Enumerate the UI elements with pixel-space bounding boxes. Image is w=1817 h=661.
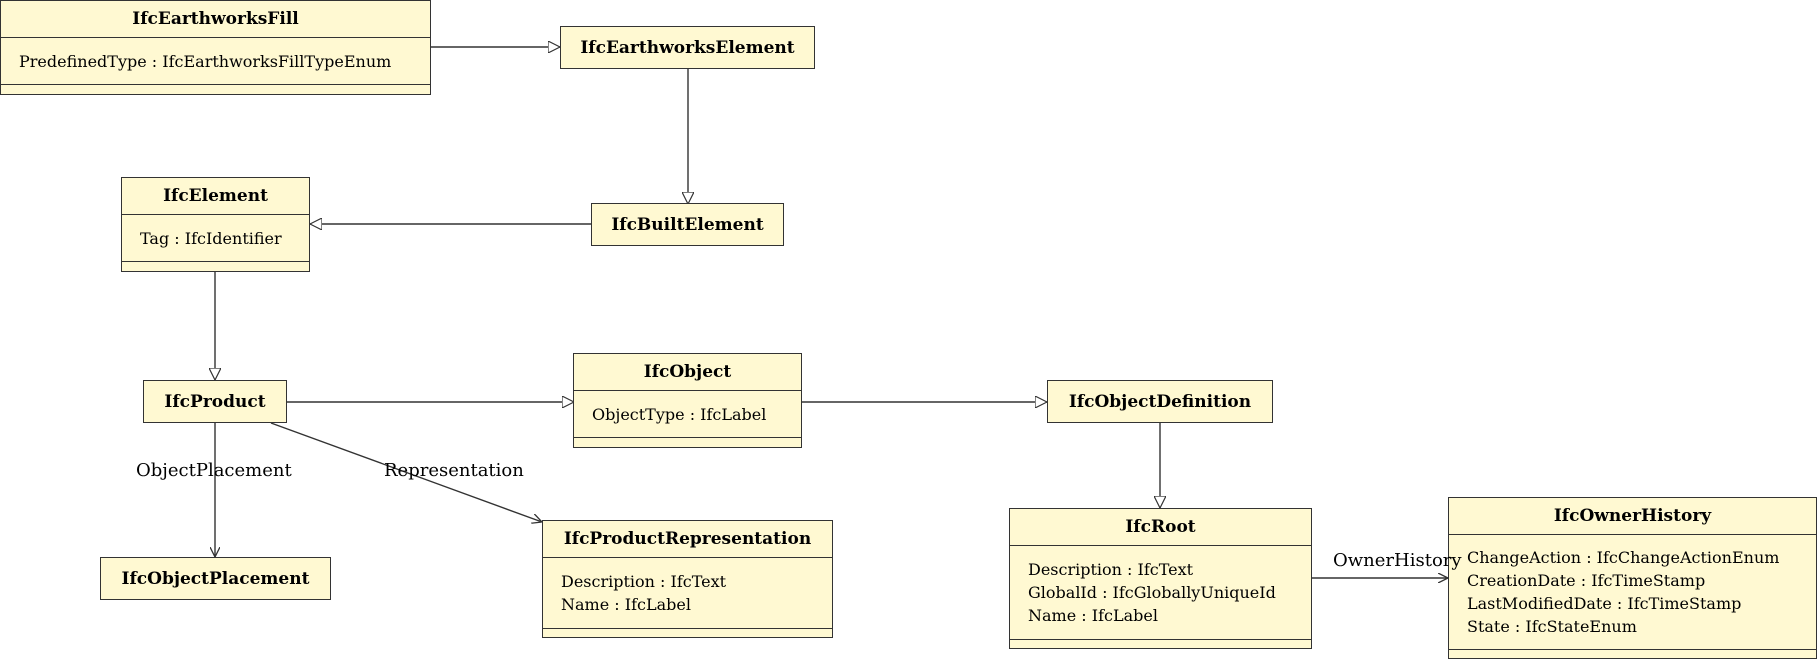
class-name: IfcObject <box>643 362 732 382</box>
class-ifc-object-placement: IfcObjectPlacement <box>100 557 331 600</box>
class-operations <box>543 628 832 637</box>
class-ifc-root: IfcRoot Description : IfcText GlobalId :… <box>1009 508 1312 649</box>
class-name: IfcProductRepresentation <box>563 529 812 549</box>
class-operations <box>574 437 801 447</box>
class-attributes: ChangeAction : IfcChangeActionEnum Creat… <box>1449 534 1816 649</box>
class-ifc-earthworks-fill: IfcEarthworksFill PredefinedType : IfcEa… <box>0 0 431 95</box>
class-ifc-product-representation: IfcProductRepresentation Description : I… <box>542 520 833 638</box>
class-name: IfcRoot <box>1125 517 1196 537</box>
association-label-representation: Representation <box>384 460 524 481</box>
class-operations <box>122 261 309 271</box>
attribute: Name : IfcLabel <box>561 595 691 614</box>
attribute: LastModifiedDate : IfcTimeStamp <box>1467 594 1742 613</box>
class-operations <box>1449 649 1816 658</box>
class-operations <box>1010 639 1311 648</box>
class-ifc-element: IfcElement Tag : IfcIdentifier <box>121 177 310 272</box>
class-ifc-earthworks-element: IfcEarthworksElement <box>560 26 815 69</box>
class-name: IfcObjectPlacement <box>121 568 310 589</box>
class-attributes: Tag : IfcIdentifier <box>122 214 309 261</box>
attribute: Name : IfcLabel <box>1028 606 1158 625</box>
attribute: State : IfcStateEnum <box>1467 617 1637 636</box>
association-label-object-placement: ObjectPlacement <box>136 460 292 481</box>
class-attributes: ObjectType : IfcLabel <box>574 390 801 437</box>
class-ifc-product: IfcProduct <box>143 380 287 423</box>
association-label-owner-history: OwnerHistory <box>1333 550 1462 571</box>
class-attributes: PredefinedType : IfcEarthworksFillTypeEn… <box>1 37 430 84</box>
class-name: IfcOwnerHistory <box>1553 506 1712 526</box>
class-name: IfcObjectDefinition <box>1068 391 1252 412</box>
class-name: IfcElement <box>163 186 268 206</box>
attribute: ObjectType : IfcLabel <box>592 404 767 424</box>
attribute: Description : IfcText <box>561 572 727 591</box>
attribute: PredefinedType : IfcEarthworksFillTypeEn… <box>19 51 392 71</box>
attribute: ChangeAction : IfcChangeActionEnum <box>1467 548 1780 567</box>
class-ifc-object-definition: IfcObjectDefinition <box>1047 380 1273 423</box>
class-name: IfcEarthworksFill <box>132 9 299 29</box>
attribute: Description : IfcText <box>1028 560 1194 579</box>
attribute: Tag : IfcIdentifier <box>140 228 282 248</box>
class-name: IfcBuiltElement <box>611 214 764 235</box>
class-ifc-built-element: IfcBuiltElement <box>591 203 784 246</box>
attribute: CreationDate : IfcTimeStamp <box>1467 571 1706 590</box>
class-operations <box>1 84 430 94</box>
class-ifc-object: IfcObject ObjectType : IfcLabel <box>573 353 802 448</box>
attribute: GlobalId : IfcGloballyUniqueId <box>1028 583 1276 602</box>
class-ifc-owner-history: IfcOwnerHistory ChangeAction : IfcChange… <box>1448 497 1817 659</box>
class-attributes: Description : IfcText GlobalId : IfcGlob… <box>1010 545 1311 639</box>
class-name: IfcProduct <box>164 391 266 412</box>
class-attributes: Description : IfcText Name : IfcLabel <box>543 557 832 628</box>
association-representation <box>270 422 542 522</box>
class-name: IfcEarthworksElement <box>580 37 795 58</box>
